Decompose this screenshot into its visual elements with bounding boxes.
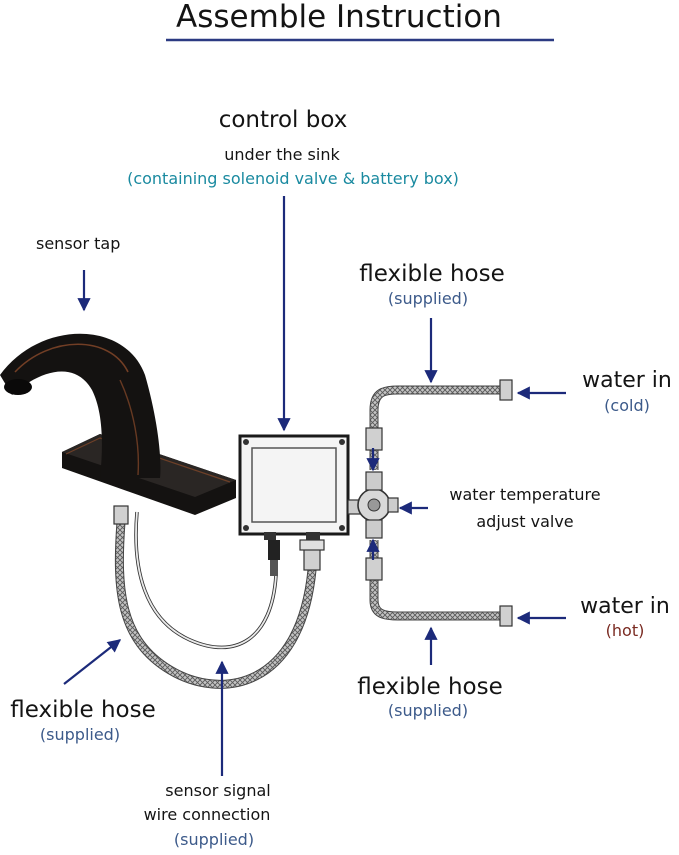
- hose-left-note: (supplied): [39, 725, 121, 744]
- valve-label-line2: adjust valve: [476, 512, 574, 531]
- right-flexible-hoses: [365, 379, 513, 627]
- sensor-signal-wire: [134, 511, 280, 650]
- mixing-valve: [357, 471, 399, 539]
- water-cold-note: (cold): [604, 396, 650, 415]
- hose-top-note: (supplied): [387, 289, 469, 308]
- water-hot-note: (hot): [605, 621, 645, 640]
- control-box-location: under the sink: [224, 145, 340, 164]
- control-box-label: control box: [218, 107, 348, 133]
- water-cold-label: water in: [582, 368, 672, 393]
- valve-label-line1: water temperature: [449, 485, 601, 504]
- page-title: Assemble Instruction: [176, 0, 502, 35]
- hose-top-label: flexible hose: [359, 261, 505, 287]
- signal-wire-label-line1: sensor signal: [165, 781, 271, 800]
- left-flexible-hose: [113, 505, 325, 689]
- signal-wire-note: (supplied): [173, 830, 255, 849]
- sensor-faucet: [0, 333, 236, 515]
- hose-left-label: flexible hose: [10, 697, 156, 723]
- control-box-note: (containing solenoid valve & battery box…: [127, 169, 459, 188]
- arrow-hose-left: [63, 639, 122, 685]
- signal-wire-label-line2: wire connection: [143, 805, 271, 824]
- hose-bottom-label: flexible hose: [357, 674, 503, 700]
- sensor-tap-label: sensor tap: [36, 234, 121, 253]
- water-hot-label: water in: [580, 594, 670, 619]
- hose-bottom-note: (supplied): [387, 701, 469, 720]
- control-box: [238, 434, 361, 540]
- pointer-arrows: [63, 196, 566, 776]
